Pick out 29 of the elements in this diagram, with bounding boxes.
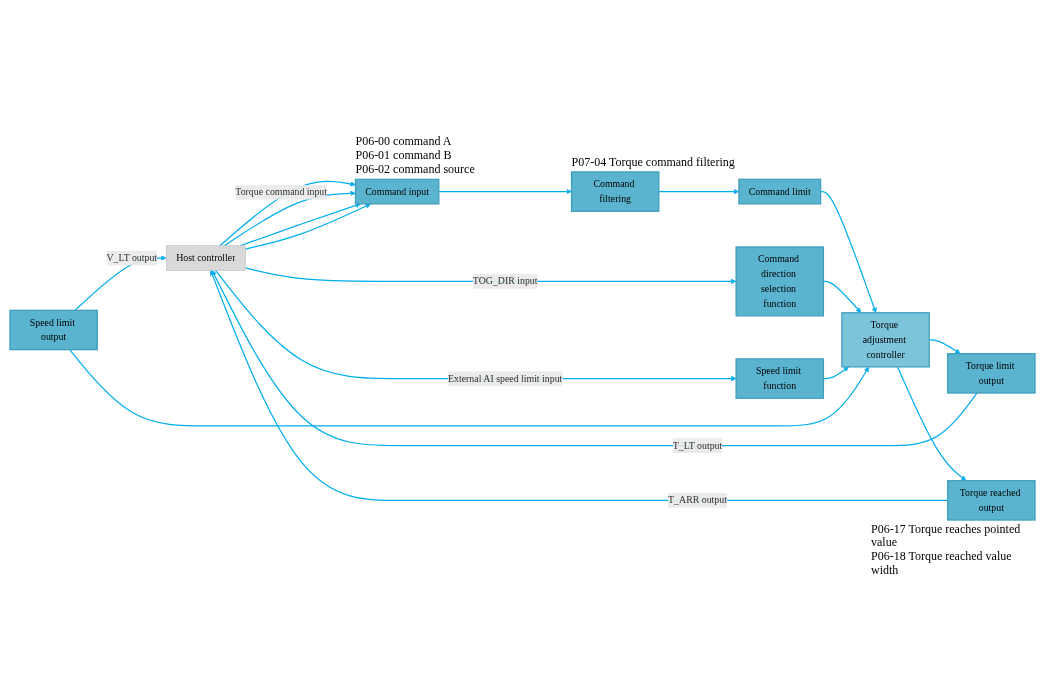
arrow — [244, 203, 371, 250]
edge-label: TOG_DIR input — [472, 275, 538, 286]
edge-label: T_ARR output — [668, 494, 727, 505]
node-box: Command input — [354, 178, 440, 205]
parameter-note: P06-01 command B — [355, 149, 453, 163]
edge-label: Torque command input — [235, 186, 328, 197]
node-box: Torque reached output — [947, 479, 1036, 521]
arrow — [438, 188, 572, 194]
node-box: Speed limit function — [735, 357, 825, 399]
node-box: Command direction selection function — [735, 245, 825, 316]
parameter-note: P06-02 command source — [355, 163, 475, 177]
node-box: Torque limit output — [947, 352, 1036, 394]
node-box: Host controller — [166, 244, 246, 271]
arrow — [214, 269, 737, 381]
edge-label: V_LT output — [106, 252, 158, 263]
node-box: Speed limit output — [9, 309, 98, 350]
arrow — [820, 190, 877, 313]
arrow — [896, 365, 967, 481]
parameter-note: P06-18 Torque reached value width — [871, 550, 1013, 578]
arrow — [211, 269, 978, 446]
node-box: Torque adjustment controller — [841, 311, 930, 368]
parameter-note: P06-17 Torque reaches pointed value — [871, 522, 1022, 551]
arrow — [69, 348, 870, 427]
parameter-note: P06-00 command A — [355, 135, 453, 150]
node-box: Command filtering — [570, 170, 660, 212]
edge-label: T_LT output — [672, 439, 723, 451]
parameter-note: P07-04 Torque command filtering — [571, 155, 735, 170]
node-box: Command limit — [738, 178, 822, 205]
edge-label: External AI speed limit input — [448, 372, 563, 384]
